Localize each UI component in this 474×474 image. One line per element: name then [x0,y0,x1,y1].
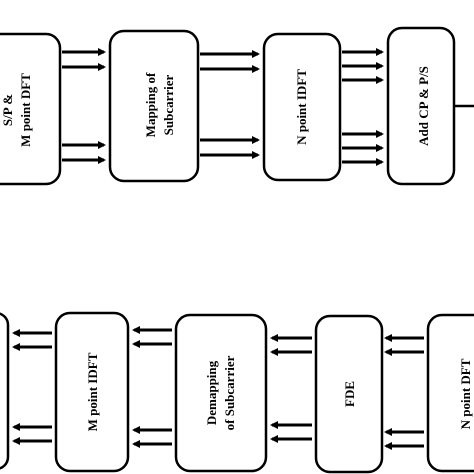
arrows-mapping-to-idft [200,50,260,159]
block-n-point-idft: N point IDFT [262,32,342,182]
block-add-cp-ps: Add CP & P/S [386,26,456,186]
arrows-midft-to-left [12,329,52,445]
arrows-ndft-to-fde [384,334,424,450]
block-m-point-dft-label: M point DFT [18,73,33,147]
block-demapping-of-subcarrier: Demapping of Subcarrier [174,313,268,473]
block-mapping-of-subcarrier: Mapping of Subcarrier [108,29,200,183]
block-partial-left [0,312,10,470]
block-mapping-label-line2: Subcarrier [161,74,176,135]
block-sp-label: S/P & [0,94,15,126]
arrows-fde-to-demapping [270,334,312,443]
arrows-dft-to-mapping [62,48,106,164]
block-sp-m-point-dft: S/P & M point DFT [0,32,62,186]
block-n-point-idft-label: N point IDFT [294,69,309,145]
arrows-idft-to-addcp [342,48,384,166]
block-m-point-idft-label: M point IDFT [85,352,100,431]
block-add-cp-label: Add CP & P/S [416,66,431,146]
block-m-point-idft: M point IDFT [54,311,130,473]
block-n-point-dft-label: N point DFT [458,358,473,429]
block-fde: FDE [314,314,384,474]
block-mapping-label-line1: Mapping of [143,72,158,137]
arrows-demapping-to-midft [132,326,172,448]
block-n-point-dft: N point DFT [426,313,474,473]
block-demapping-label-line2: of Subcarrier [222,355,237,430]
block-fde-label: FDE [342,381,357,407]
block-demapping-label-line1: Demapping [204,360,219,425]
